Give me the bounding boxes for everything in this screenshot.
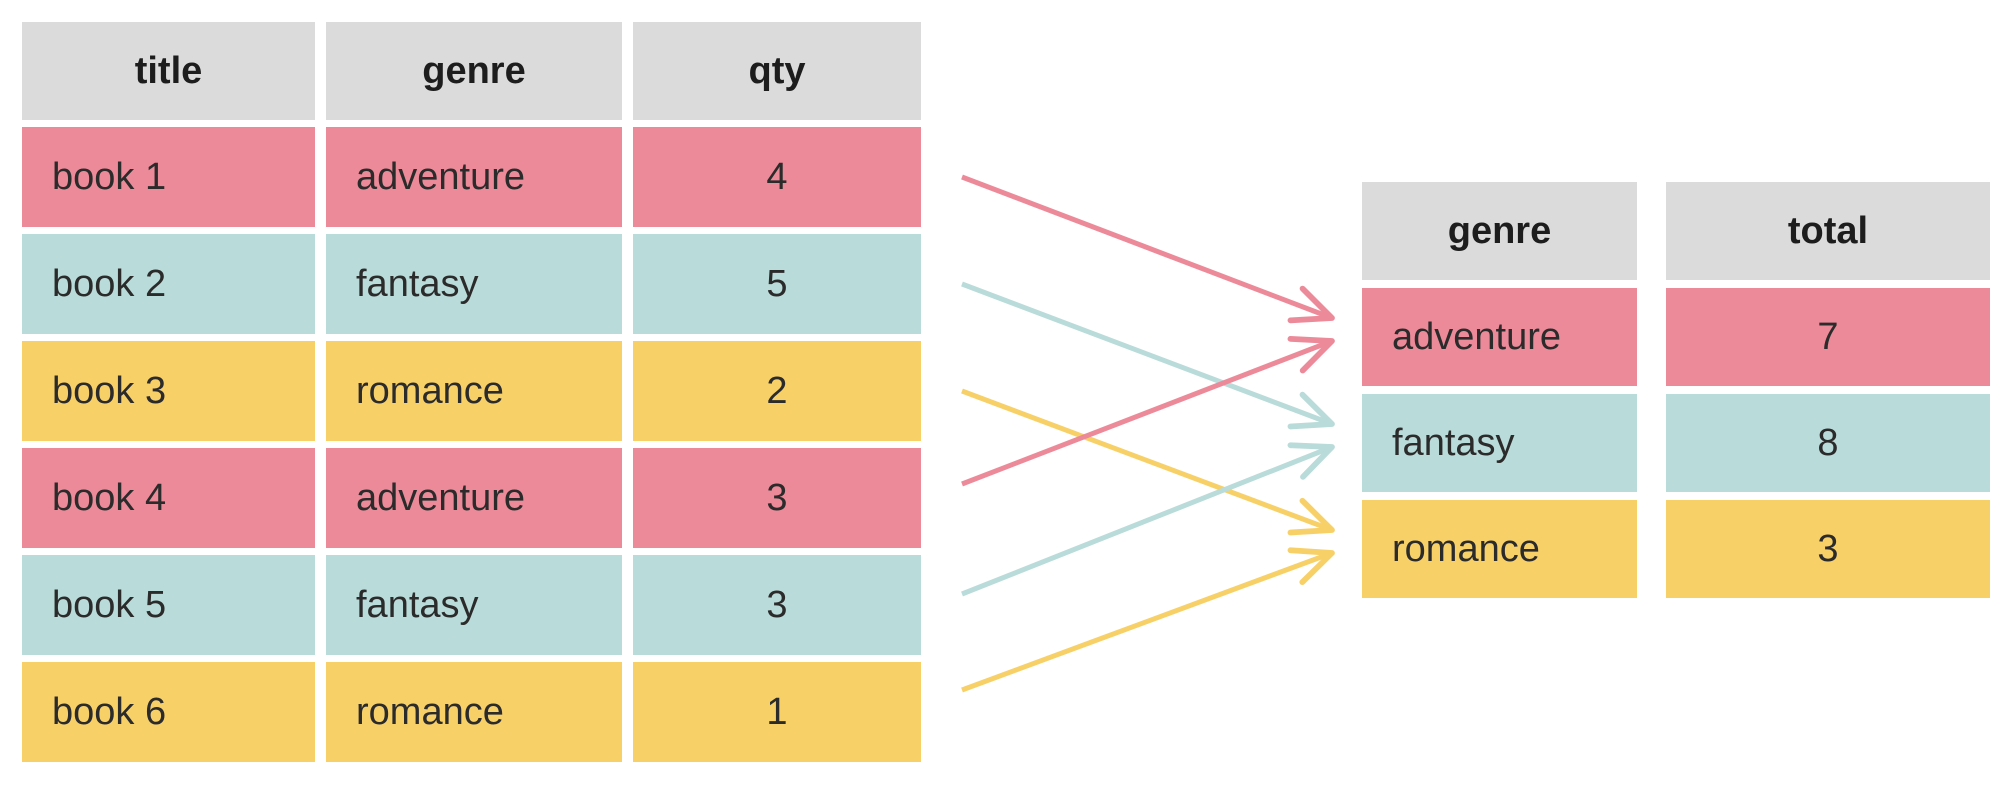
result-header-genre: genre xyxy=(1362,182,1637,280)
source-cell-genre: romance xyxy=(326,341,622,441)
flow-arrow xyxy=(961,547,1335,693)
result-cell-total: 8 xyxy=(1666,394,1990,492)
result-table: genre total adventure 7 fantasy 8 romanc… xyxy=(1362,182,1990,598)
source-cell-title: book 1 xyxy=(22,127,315,227)
source-header-title: title xyxy=(22,22,315,120)
source-header-qty: qty xyxy=(633,22,921,120)
source-table: title genre qty book 1 adventure 4 book … xyxy=(22,22,921,762)
source-cell-title: book 6 xyxy=(22,662,315,762)
flow-arrow xyxy=(961,388,1335,536)
source-cell-qty: 3 xyxy=(633,448,921,548)
result-header-total: total xyxy=(1666,182,1990,280)
source-header-genre: genre xyxy=(326,22,622,120)
flow-arrow xyxy=(961,281,1335,430)
source-cell-qty: 3 xyxy=(633,555,921,655)
result-cell-genre: adventure xyxy=(1362,288,1637,386)
result-cell-genre: fantasy xyxy=(1362,394,1637,492)
source-cell-title: book 5 xyxy=(22,555,315,655)
result-cell-total: 3 xyxy=(1666,500,1990,598)
source-cell-genre: adventure xyxy=(326,127,622,227)
source-cell-title: book 2 xyxy=(22,234,315,334)
source-cell-qty: 2 xyxy=(633,341,921,441)
flow-arrow xyxy=(961,442,1335,597)
source-cell-genre: fantasy xyxy=(326,234,622,334)
result-cell-genre: romance xyxy=(1362,500,1637,598)
source-cell-genre: fantasy xyxy=(326,555,622,655)
flow-arrow xyxy=(961,174,1335,324)
source-cell-qty: 5 xyxy=(633,234,921,334)
flow-arrow xyxy=(961,335,1335,487)
result-cell-total: 7 xyxy=(1666,288,1990,386)
source-cell-title: book 4 xyxy=(22,448,315,548)
source-cell-qty: 4 xyxy=(633,127,921,227)
source-cell-qty: 1 xyxy=(633,662,921,762)
source-cell-genre: adventure xyxy=(326,448,622,548)
source-cell-genre: romance xyxy=(326,662,622,762)
source-cell-title: book 3 xyxy=(22,341,315,441)
